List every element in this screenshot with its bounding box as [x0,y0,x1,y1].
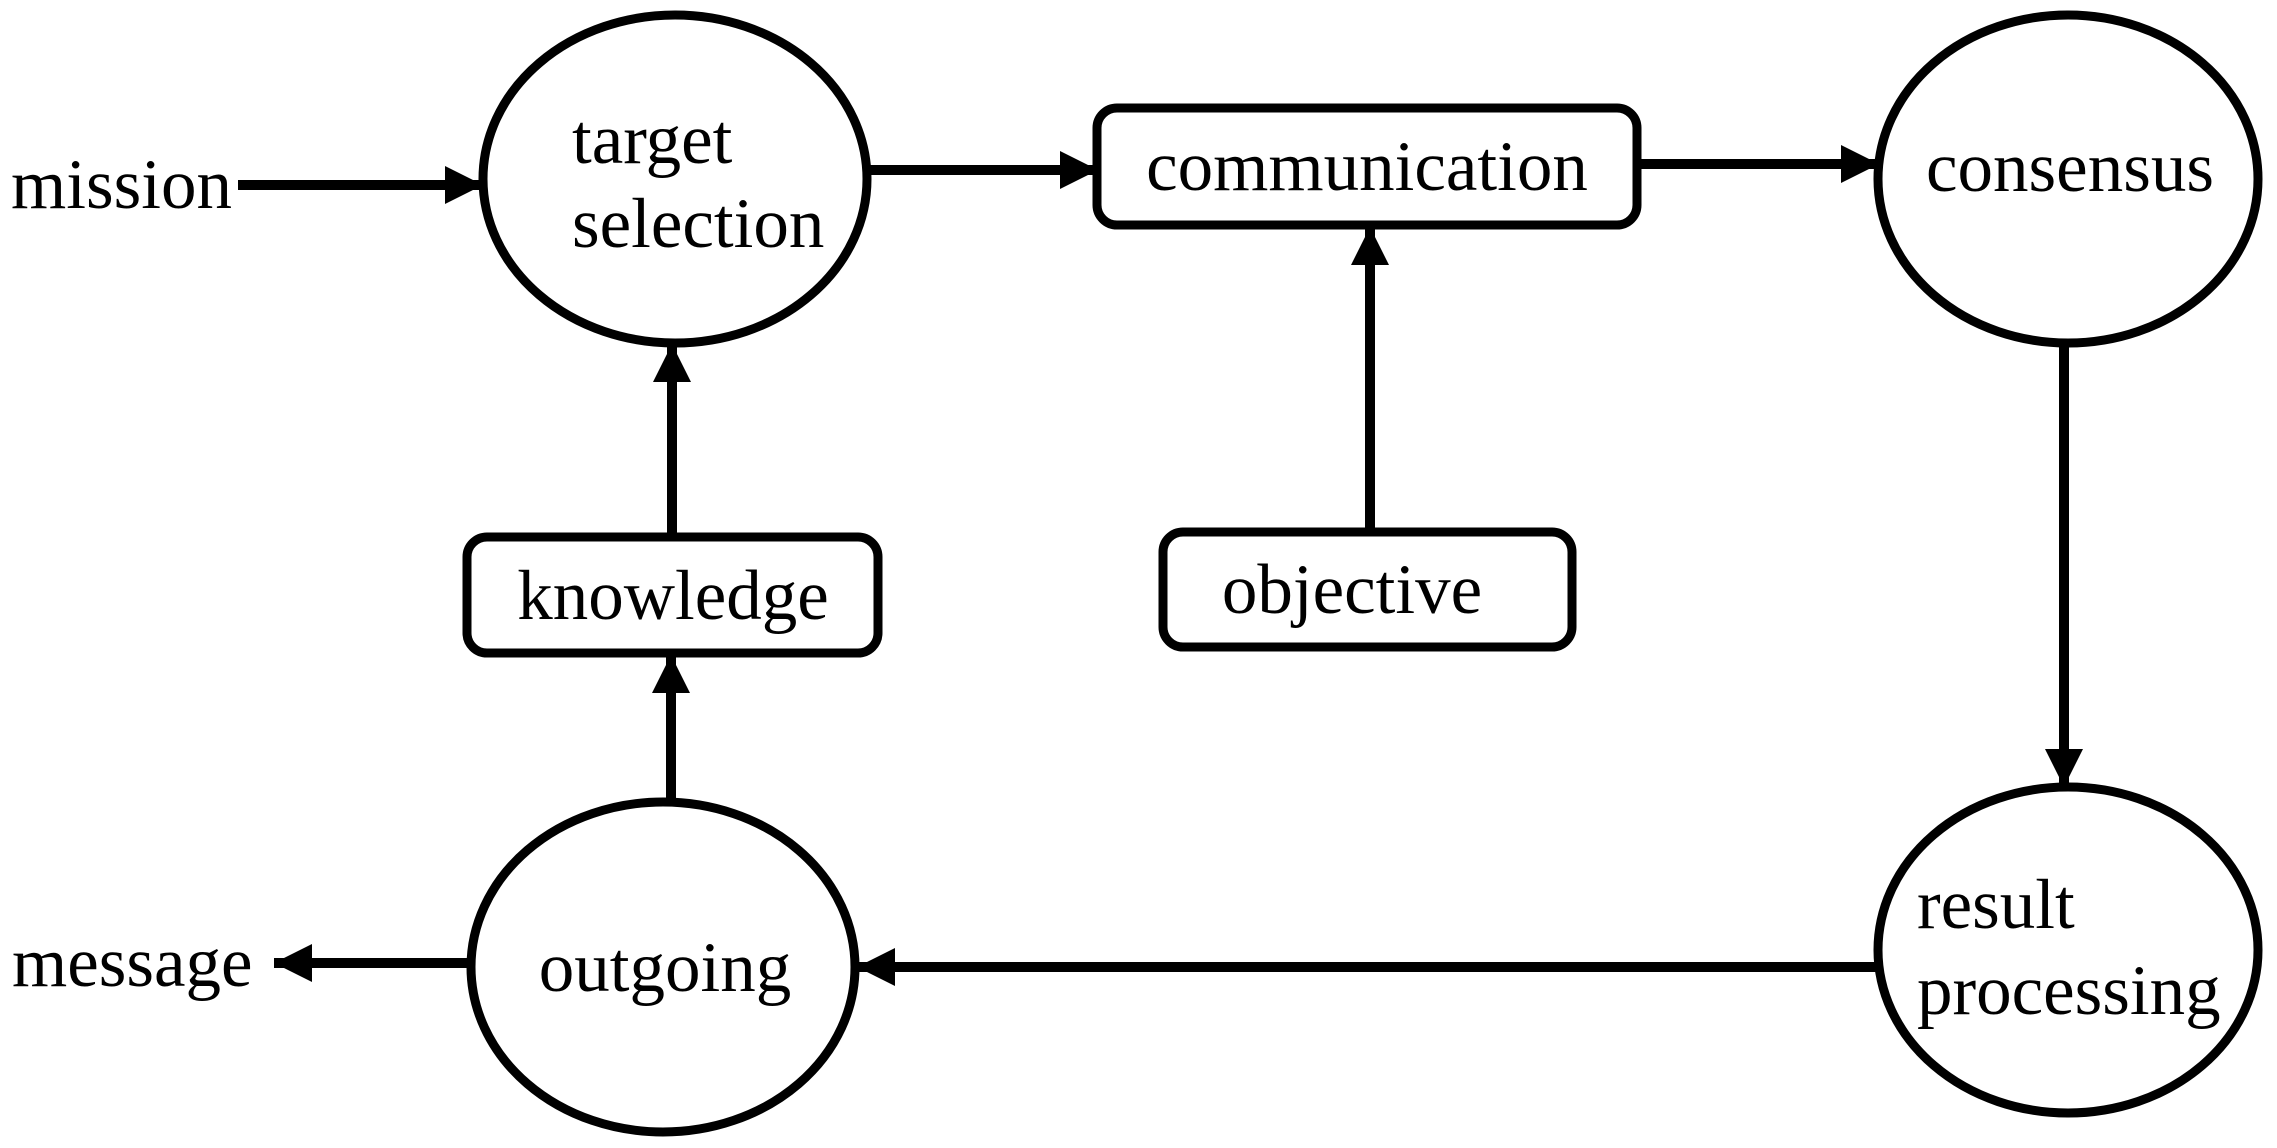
communication-box [1092,103,1642,230]
node-message: message [12,924,253,1002]
communication-label: communication [1146,128,1588,206]
consensus-ellipse [1873,10,2263,348]
consensus-label: consensus [1926,129,2214,207]
objective-box [1158,527,1577,652]
node-target-selection: target selection [478,10,872,348]
target-selection-label-line2: selection [572,185,824,263]
edges [238,145,2083,986]
outgoing-label: outgoing [539,929,791,1007]
nodes: mission target selection communication c… [11,10,2263,1137]
objective-label: objective [1222,551,1482,629]
node-outgoing: outgoing [466,797,860,1137]
message-label: message [12,924,253,1002]
knowledge-box [462,532,883,658]
node-objective: objective [1158,527,1577,652]
result-processing-label-line2: processing [1917,952,2221,1030]
node-consensus: consensus [1873,10,2263,348]
result-processing-label-line1: result [1917,866,2075,944]
node-mission: mission [11,146,232,224]
mission-label: mission [11,146,232,224]
target-selection-ellipse [478,10,872,348]
result-processing-ellipse [1873,782,2263,1118]
knowledge-label: knowledge [517,557,829,635]
node-knowledge: knowledge [462,532,883,658]
target-selection-label-line1: target [572,101,733,179]
node-communication: communication [1092,103,1642,230]
node-result-processing: result processing [1873,782,2263,1118]
outgoing-ellipse [466,797,860,1137]
